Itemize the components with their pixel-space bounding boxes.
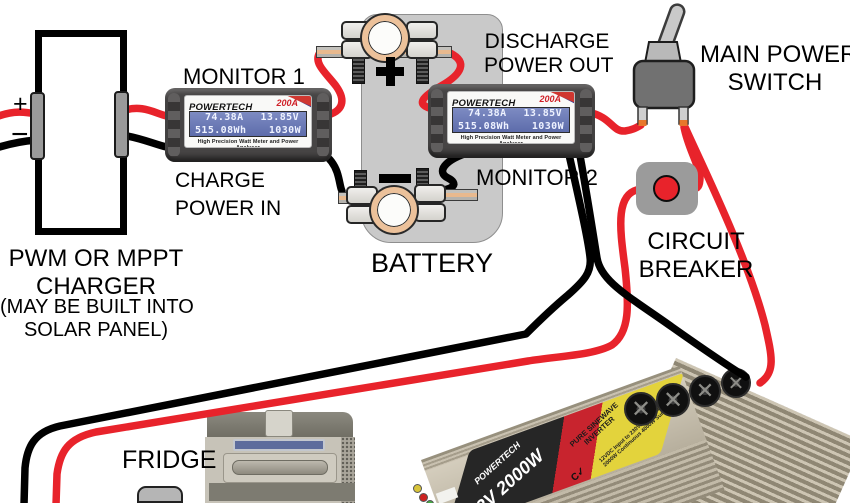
battery-label: BATTERY xyxy=(370,248,494,278)
clamp-nut xyxy=(414,203,446,222)
wire-breaker-to-fridge xyxy=(52,185,646,503)
battery-minus-symbol xyxy=(379,174,411,183)
charger-plus-symbol: + xyxy=(13,90,28,118)
watts-reading: 1030W xyxy=(531,121,564,132)
powertech-logo: POWERTECH xyxy=(452,98,516,109)
fridge-image xyxy=(205,408,355,503)
monitor-faceplate: POWERTECH 200A 74.38A 13.85V 515.08Wh 1030… xyxy=(184,95,312,148)
charger-terminal-left xyxy=(30,92,45,160)
solder-joint xyxy=(679,120,688,126)
clamp-ring xyxy=(371,187,417,233)
meter-subtitle: High Precision Watt Meter and Power Anal… xyxy=(460,135,562,144)
watts-reading: 1030W xyxy=(268,125,301,136)
inverter-led-yellow xyxy=(413,484,422,493)
monitor1-label: MONITOR 1 xyxy=(183,64,305,89)
fridge-band xyxy=(209,483,355,501)
fridge-handle xyxy=(232,460,328,475)
swoosh-blue-decoration xyxy=(552,92,574,104)
wire-negative-to-fridge xyxy=(20,146,595,503)
clamp-nut xyxy=(406,21,438,40)
clamp-stud xyxy=(416,58,429,84)
cooling-fan-icon: ✕ xyxy=(624,392,658,426)
monitor2-label: MONITOR 2 xyxy=(476,165,598,190)
clamp-nut xyxy=(406,40,438,59)
clamp-nut xyxy=(414,184,446,203)
meter-lcd: 74.38A 13.85V 515.08Wh 1030W xyxy=(452,107,570,133)
volts-reading: 13.85V xyxy=(523,108,562,119)
amps-reading: 74.38A xyxy=(468,108,507,119)
fridge-control-panel xyxy=(233,439,325,451)
accessory-plug xyxy=(137,486,183,503)
wire-monitor1-to-battery-positive xyxy=(314,50,346,120)
circuit-breaker xyxy=(636,162,698,215)
monitor-header: POWERTECH 200A xyxy=(185,96,311,113)
cooling-fan-icon: ✕ xyxy=(689,375,721,407)
wire-monitor2-to-switch xyxy=(584,108,645,135)
monitor-faceplate: POWERTECH 200A 74.38A 13.85V 515.08Wh 1030… xyxy=(447,91,575,144)
breaker-button xyxy=(653,175,680,202)
amps-reading: 74.38A xyxy=(205,112,244,123)
monitor-header: POWERTECH 200A xyxy=(448,92,574,109)
swoosh-blue-decoration xyxy=(289,96,311,108)
volts-reading: 13.85V xyxy=(260,112,299,123)
meter-subtitle: High Precision Watt Meter and Power Anal… xyxy=(197,139,299,148)
charger-terminal-right xyxy=(114,91,129,158)
solder-joint xyxy=(638,120,647,126)
battery-monitor-2: POWERTECH 200A 74.38A 13.85V 515.08Wh 1030… xyxy=(428,84,595,158)
fridge-latch xyxy=(265,410,293,437)
inverter-led-green xyxy=(426,500,434,503)
wh-reading: 515.08Wh xyxy=(458,121,510,132)
wire-switch-to-inverter xyxy=(681,123,775,387)
main-power-switch xyxy=(632,3,696,126)
charger-minus-symbol: − xyxy=(11,118,29,151)
inverter-led-red xyxy=(419,493,428,502)
wire-negative-to-inverter xyxy=(575,146,750,381)
clamp-ring xyxy=(362,15,408,61)
meter-lcd: 74.38A 13.85V 515.08Wh 1030W xyxy=(189,111,307,137)
cooling-fan-icon: ✕ xyxy=(656,383,690,417)
battery-plus-symbol xyxy=(386,57,395,86)
clamp-stud xyxy=(352,58,365,84)
meter-rating: 200A xyxy=(539,94,561,104)
powertech-logo: POWERTECH xyxy=(189,102,253,113)
fridge-label: FRIDGE xyxy=(122,446,217,474)
battery-positive-clamp xyxy=(316,15,452,86)
battery-monitor-1: POWERTECH 200A 74.38A 13.85V 515.08Wh 1030… xyxy=(165,88,332,162)
wh-reading: 515.08Wh xyxy=(195,125,247,136)
switch-body xyxy=(632,59,696,110)
battery-negative-clamp xyxy=(338,168,478,240)
wire-monitor2-to-battery-negative xyxy=(430,148,474,195)
meter-rating: 200A xyxy=(276,98,298,108)
